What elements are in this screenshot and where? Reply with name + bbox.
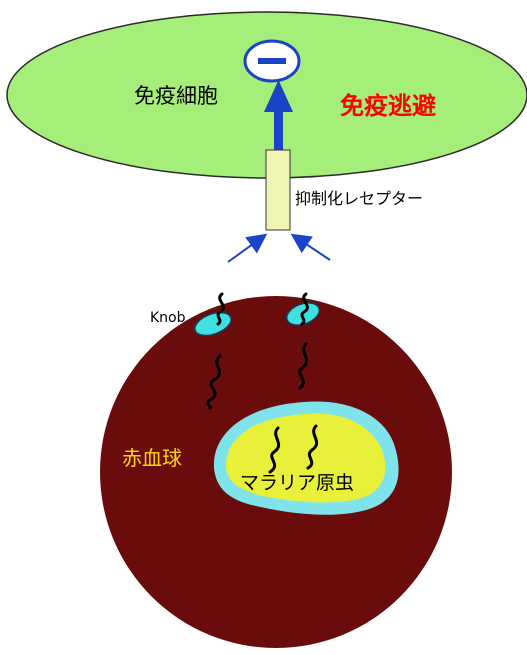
parasite-strand-left	[268, 426, 281, 474]
parasite-strand-right	[306, 424, 319, 470]
strand-upper-right	[300, 292, 309, 326]
knob-label: Knob	[150, 310, 186, 326]
signal-arrow	[264, 80, 293, 150]
receptor-label: 抑制化レセプター	[295, 189, 423, 208]
strand-inner-right	[298, 342, 309, 390]
knob-left	[194, 311, 232, 337]
immune-cell: 免疫細胞	[6, 11, 527, 179]
binding-arrow-right	[290, 233, 331, 261]
strand-inner-left	[206, 354, 222, 410]
binding-arrow-left	[227, 233, 268, 263]
parasite-body	[226, 413, 386, 503]
red-blood-cell-label: 赤血球	[122, 446, 182, 470]
immune-cell-label: 免疫細胞	[134, 84, 218, 108]
receptor-bar	[265, 149, 291, 231]
minus-signal-icon	[243, 39, 301, 83]
malaria-parasite: マラリア原虫	[213, 401, 399, 515]
strand-upper-left	[216, 292, 225, 326]
malaria-parasite-label: マラリア原虫	[240, 472, 354, 494]
immune-evasion-label: 免疫逃避	[340, 92, 436, 120]
inhibitory-receptor: 抑制化レセプター	[265, 149, 423, 231]
